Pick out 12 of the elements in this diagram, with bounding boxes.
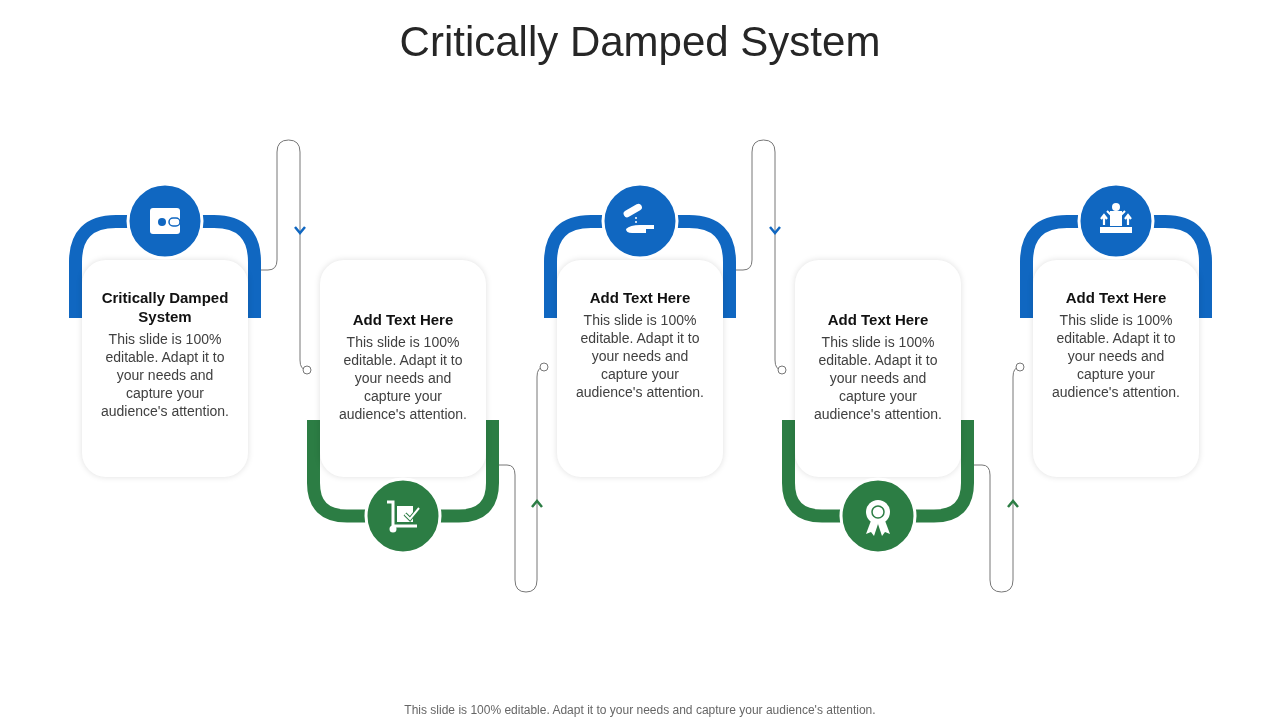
card-heading: Add Text Here (1064, 288, 1168, 307)
card-description: This slide is 100% editable. Adapt it to your needs and capture your audience's attention. (100, 330, 230, 420)
card-description: This slide is 100% editable. Adapt it to your needs and capture your audience's attention. (1051, 311, 1181, 401)
card-description: This slide is 100% editable. Adapt it to your needs and capture your audience's attention. (575, 311, 705, 401)
card-heading: Add Text Here (351, 310, 455, 329)
card-heading: Add Text Here (826, 310, 930, 329)
card-description: This slide is 100% editable. Adapt it to your needs and capture your audience's attention. (813, 333, 943, 423)
card-heading: Add Text Here (588, 288, 692, 307)
card-description: This slide is 100% editable. Adapt it to your needs and capture your audience's attention. (338, 333, 468, 423)
title: Critically Damped System (398, 18, 882, 66)
card-heading: Critically Damped System (101, 288, 229, 326)
caption: This slide is 100% editable. Adapt it to your needs and capture your audience's attention. (403, 703, 877, 717)
